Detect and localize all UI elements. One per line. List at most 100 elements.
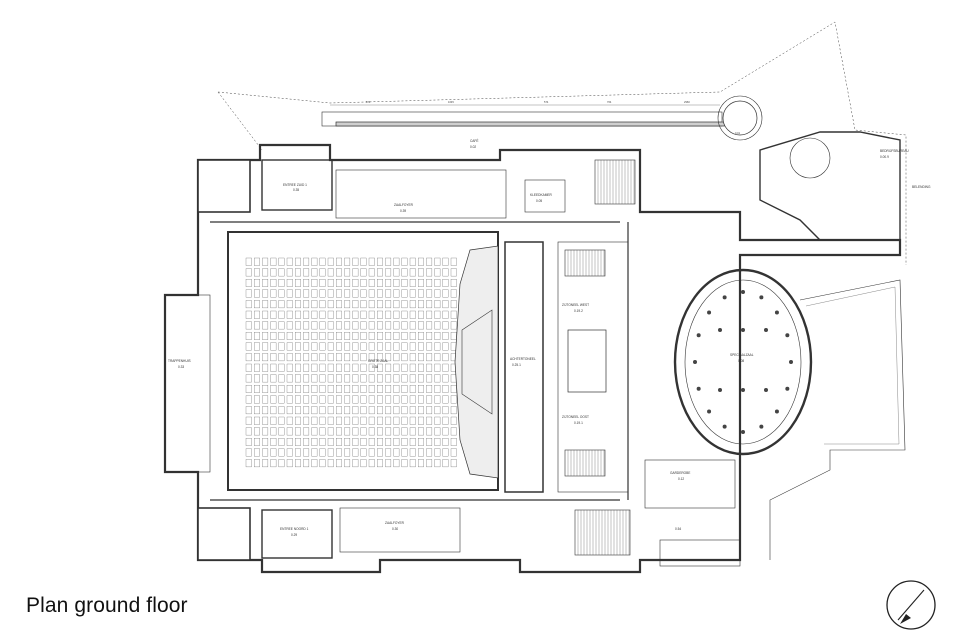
seat <box>385 353 392 362</box>
column <box>707 310 712 315</box>
seat <box>344 268 351 277</box>
seat <box>286 427 293 436</box>
stage-left-name: ZIJTONEEL WEST <box>562 303 589 307</box>
seat <box>311 342 318 351</box>
seat <box>311 406 318 415</box>
seat <box>311 363 318 372</box>
seat <box>303 363 310 372</box>
seat <box>352 332 359 340</box>
office-name: BEDRIJFSBUREAU <box>880 149 909 153</box>
seat <box>262 427 269 436</box>
seat <box>401 279 408 287</box>
seat <box>385 332 392 340</box>
terrace-canopy-inner <box>335 121 727 127</box>
seat <box>409 363 416 372</box>
seat <box>245 310 252 319</box>
seat <box>344 374 351 383</box>
seat <box>295 257 301 266</box>
seat <box>409 374 416 383</box>
seat <box>434 300 441 309</box>
seat <box>418 395 424 404</box>
seat <box>393 427 400 436</box>
seat <box>368 459 375 468</box>
seat <box>336 353 342 362</box>
column <box>741 430 745 434</box>
stair-hatch <box>567 160 635 555</box>
seat <box>368 353 375 362</box>
seat <box>245 289 252 298</box>
seat <box>270 438 277 446</box>
seat <box>401 353 408 362</box>
seat <box>303 438 310 446</box>
seat <box>442 321 449 330</box>
west-stairhall-name: TRAPPENHUIS <box>168 359 191 363</box>
seat <box>327 279 334 287</box>
seat <box>286 416 293 425</box>
west-tower-south <box>197 507 251 561</box>
entree-zuid-name: ENTREE ZUID 1 <box>283 183 307 187</box>
seat <box>385 395 392 404</box>
seat <box>311 385 318 393</box>
west-stairhall <box>164 294 211 473</box>
entree-zuid-room <box>261 159 333 211</box>
seat <box>262 332 269 340</box>
cafe-number: 0.02 <box>470 145 476 149</box>
seat <box>352 310 359 319</box>
seat <box>286 300 293 309</box>
seat <box>418 332 424 340</box>
seat <box>409 406 416 415</box>
seat <box>418 416 424 425</box>
seat <box>319 332 326 340</box>
seat <box>401 385 408 393</box>
seat <box>401 448 408 457</box>
seat <box>270 289 277 298</box>
seat <box>426 257 433 266</box>
seat <box>418 363 424 372</box>
seat <box>278 427 285 436</box>
seat <box>295 416 301 425</box>
seat <box>352 279 359 287</box>
seat <box>450 279 457 287</box>
seat <box>352 395 359 404</box>
seat <box>393 289 400 298</box>
seat <box>262 363 269 372</box>
seat <box>360 448 367 457</box>
seat <box>393 374 400 383</box>
seat <box>278 310 285 319</box>
seat <box>360 321 367 330</box>
seat <box>442 310 449 319</box>
seat <box>409 448 416 457</box>
seat <box>336 257 342 266</box>
seat <box>295 395 301 404</box>
seat <box>286 459 293 468</box>
seat <box>295 268 301 277</box>
seat <box>377 342 383 351</box>
seat <box>368 448 375 457</box>
seat <box>327 353 334 362</box>
rotunda-label: 0.01 <box>735 131 741 135</box>
seat <box>360 310 367 319</box>
seat <box>303 321 310 330</box>
seat <box>245 257 252 266</box>
west-stairhall-number: 0.33 <box>178 365 184 369</box>
seat <box>262 353 269 362</box>
seat <box>295 300 301 309</box>
seat <box>270 332 277 340</box>
seat <box>393 310 400 319</box>
seat <box>270 427 277 436</box>
entree-noord-number: 0.29 <box>291 533 297 537</box>
column <box>741 290 745 294</box>
seat <box>434 268 441 277</box>
seat <box>303 395 310 404</box>
seat <box>262 448 269 457</box>
seat <box>434 448 441 457</box>
seat <box>434 257 441 266</box>
seat <box>368 289 375 298</box>
column <box>718 388 722 392</box>
seat <box>336 395 342 404</box>
seat <box>352 448 359 457</box>
seat <box>442 385 449 393</box>
seat <box>262 395 269 404</box>
seat <box>385 427 392 436</box>
seat <box>254 406 260 415</box>
